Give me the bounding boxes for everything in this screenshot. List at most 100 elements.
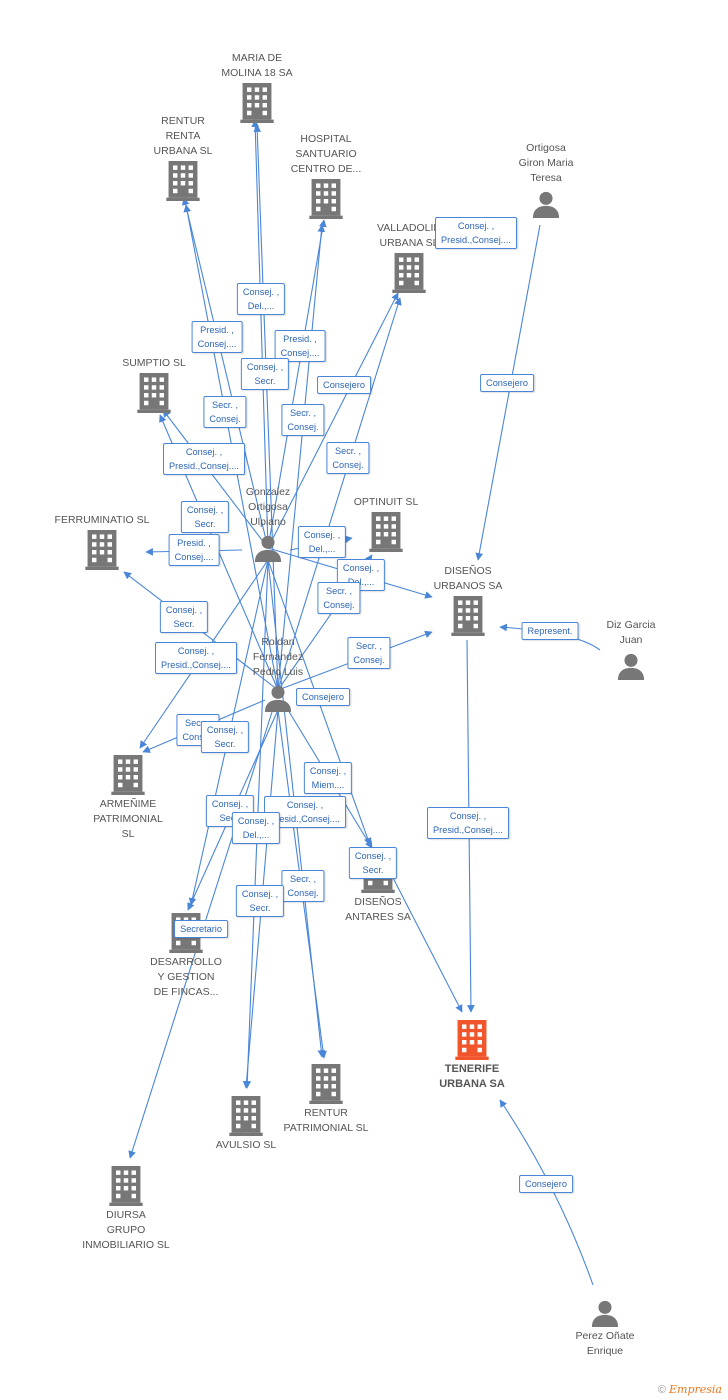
building-icon[interactable] (109, 1166, 143, 1206)
node-label-line: Teresa (530, 172, 562, 184)
relation-badge-line: Presid. , (200, 325, 234, 335)
relation-badge-line: Consej. , (177, 646, 215, 656)
relation-badge[interactable]: Consej. ,Del.,... (231, 812, 281, 844)
relation-badge-line: Secr. , (289, 408, 317, 418)
node-label-line: ANTARES SA (345, 911, 411, 923)
building-icon[interactable] (240, 83, 274, 123)
node-label-line: DE FINCAS... (153, 986, 219, 998)
building-icon[interactable] (309, 1064, 343, 1104)
node-label-line: URBANA SL (153, 145, 213, 157)
person-icon[interactable] (254, 534, 282, 562)
node-label-line: SANTUARIO (295, 148, 357, 160)
relation-badge[interactable]: Consej. ,Miem.... (303, 762, 353, 794)
building-icon[interactable] (111, 755, 145, 795)
relation-badge[interactable]: Secr. ,Consej. (281, 870, 325, 902)
person-icon[interactable] (617, 652, 645, 680)
relation-badge[interactable]: Secr. ,Consej. (347, 637, 391, 669)
relation-badge-line: Consej. (182, 732, 214, 742)
relation-badge[interactable]: Consej. ,Secr. (200, 721, 250, 753)
relation-badge[interactable]: Consej. , Secr. (240, 358, 290, 390)
building-icon[interactable] (451, 596, 485, 636)
relation-badge[interactable]: Consej. ,Secr. (348, 847, 398, 879)
building-icon[interactable] (137, 373, 171, 413)
relation-badge-line: Consej. , (449, 811, 487, 821)
node-label-line: DESARROLLO (150, 956, 222, 968)
person-icon[interactable] (591, 1299, 619, 1327)
relation-badge[interactable]: Consejero (519, 1175, 573, 1193)
person-icon[interactable] (264, 684, 292, 712)
building-icon[interactable] (455, 1020, 489, 1060)
relation-badge-line: Miem.... (311, 780, 345, 790)
node-label-line: Fernandez (252, 651, 304, 663)
relation-badge-line: Consej.... (280, 348, 320, 358)
relation-badge-line: Consej. , (246, 362, 284, 372)
relation-badge[interactable]: Consej. ,Del.,... (297, 526, 347, 558)
person-icon[interactable] (532, 190, 560, 218)
building-icon[interactable] (229, 1096, 263, 1136)
relation-badge-line: Secr. , (184, 718, 212, 728)
relation-badge[interactable]: Consejero (480, 374, 534, 392)
edge (181, 197, 269, 549)
relation-badge-line: Del.,... (308, 544, 336, 554)
relation-badge[interactable]: Secr. ,Consej. (317, 582, 361, 614)
building-icon[interactable] (166, 161, 200, 201)
building-icon[interactable] (309, 179, 343, 219)
relation-badge-line: Del.,... (347, 577, 375, 587)
relation-badge[interactable]: Consej. ,Del.,... (236, 283, 286, 315)
relation-badge[interactable]: Consej. ,Secr. (235, 885, 285, 917)
node-label-disenos-antares[interactable]: DISEÑOS ANTARES SA (345, 895, 411, 925)
relation-badge-line: Consejero (486, 378, 528, 388)
relation-badge[interactable]: Consej. ,Presid.,Consej.... (435, 217, 517, 249)
node-label-line: SL (121, 828, 135, 840)
relation-badge[interactable]: Represent. (521, 622, 579, 640)
relation-badge[interactable]: Secr. ,Consej. (281, 404, 325, 436)
node-label-line: PATRIMONIAL (93, 813, 163, 825)
node-label-sumptio[interactable]: SUMPTIO SL (122, 356, 186, 371)
relation-badge[interactable]: Presid. ,Consej.... (168, 534, 220, 566)
relation-badge-line: Consej. , (457, 221, 495, 231)
building-icon[interactable] (392, 253, 426, 293)
relation-badge[interactable]: Presid. ,Consej.... (274, 330, 326, 362)
relation-badge-line: Secr. (219, 813, 241, 823)
relation-badge-line: Consej. (209, 414, 241, 424)
edge (277, 224, 326, 691)
relation-badge-line: Consej. , (354, 851, 392, 861)
node-label-line: FERRUMINATIO SL (54, 514, 150, 526)
building-icon[interactable] (369, 512, 403, 552)
relation-badge[interactable]: Secr. ,Consej. (203, 396, 247, 428)
relation-badge-line: Secr. (254, 376, 276, 386)
relation-badge[interactable]: Consejero (317, 376, 371, 394)
relation-badge[interactable]: Consej. ,Secr. (159, 601, 209, 633)
relation-badge[interactable]: Consejero (296, 688, 350, 706)
relation-badge[interactable]: Consej. ,Presid.,Consej.... (427, 807, 509, 839)
building-icon[interactable] (85, 530, 119, 570)
node-label-ferruminatio[interactable]: FERRUMINATIO SL (55, 513, 150, 528)
relation-badge[interactable]: Presid. ,Consej.... (191, 321, 243, 353)
node-label-line: GRUPO (106, 1224, 146, 1236)
node-label-avulsio[interactable]: AVULSIO SL (216, 1138, 277, 1153)
node-label-optinuit[interactable]: OPTINUIT SL (354, 495, 419, 510)
relation-badge[interactable]: Consej. ,Secr. (180, 501, 230, 533)
relation-badge[interactable]: Consej. ,Presid.,Consej.... (155, 642, 237, 674)
brand-logo[interactable]: Empresia (669, 1383, 722, 1396)
relation-badge-line: Secr. , (289, 874, 317, 884)
relation-badge[interactable]: Consej. ,Presid.,Consej.... (163, 443, 245, 475)
relation-badge[interactable]: Secr. ,Consej. (326, 442, 370, 474)
node-label-line: DISEÑOS (354, 896, 402, 908)
relation-badge[interactable]: Secretario (174, 920, 228, 938)
